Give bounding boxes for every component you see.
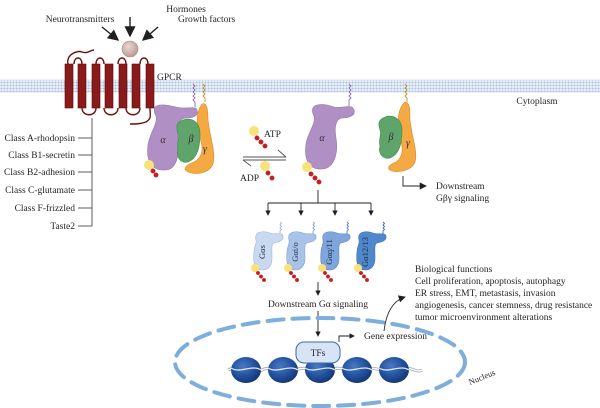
downstream-ga-label: Downstream Gα signaling	[268, 300, 368, 310]
atp-label: ATP	[264, 130, 281, 140]
alpha-subtype-body	[320, 231, 351, 271]
alpha-subtype-label: Gαs	[257, 245, 267, 259]
gpcr-class-bracket	[78, 118, 93, 227]
phosphate	[295, 278, 299, 282]
phosphate	[359, 271, 363, 275]
gamma-symbol: γ	[406, 138, 411, 149]
gene-expression-label: Gene expression	[364, 332, 427, 342]
heterotrimeric-g-protein: α γ β	[144, 83, 215, 178]
growth-factors-label: Growth factors	[178, 14, 236, 25]
tfs-box	[295, 341, 341, 364]
gtp-nucleoside	[318, 264, 326, 272]
active-alpha-subunit: α	[302, 83, 355, 185]
class-label: Class F-frizzled	[15, 203, 76, 214]
class-label: Class B2-adhesion	[4, 168, 75, 178]
class-label: Class B1-secretin	[8, 151, 75, 161]
phosphate	[329, 278, 333, 282]
adp-nucleoside	[260, 161, 270, 171]
alpha-subtype-label: Gαq/11	[324, 239, 334, 264]
phosphate	[323, 271, 327, 275]
lipid-anchor	[279, 221, 283, 234]
gtp-nucleoside	[251, 264, 259, 272]
alpha-subtype: Gα12/13	[354, 221, 387, 282]
lipid-anchor	[382, 221, 386, 234]
alpha-symbol: α	[160, 135, 166, 146]
tfs-label: TFs	[311, 349, 326, 359]
class-label: Taste2	[50, 222, 75, 232]
phosphate	[292, 274, 296, 279]
alpha-subtype-body	[356, 231, 387, 271]
gpcr-receptor	[64, 49, 155, 125]
cytoplasm-label: Cytoplasm	[516, 97, 558, 107]
atp-nucleoside	[249, 126, 259, 136]
downstream-gby-line2: Gβγ signaling	[436, 194, 489, 204]
phosphate	[326, 274, 330, 279]
gtp-nucleoside	[354, 264, 362, 272]
biological-function-line: angiogenesis, cancer stemness, drug resi…	[415, 301, 592, 311]
class-label: Class C-glutamate	[5, 186, 75, 196]
beta-subunit	[176, 118, 201, 163]
nucleotide-exchange: ATP ADP	[240, 126, 287, 184]
beta-symbol: β	[388, 132, 394, 143]
lipid-anchor	[346, 221, 350, 234]
lipid-anchor	[312, 221, 316, 234]
alpha-symbol: α	[319, 133, 325, 144]
gdp-nucleoside	[144, 160, 154, 170]
nucleosome	[268, 357, 298, 383]
nucleosome	[231, 357, 261, 383]
hormones-label: Hormones	[166, 5, 206, 15]
alpha-subtype-label: Gα12/13	[360, 237, 370, 267]
nucleosome	[342, 357, 372, 383]
adp-label: ADP	[240, 174, 259, 184]
alpha-subtype-label: Gαi/o	[290, 242, 300, 262]
phosphate	[259, 274, 263, 279]
class-label: Class A-rhodopsin	[5, 134, 76, 144]
alpha-branch-tree	[265, 190, 374, 216]
gtp-nucleoside	[284, 264, 292, 272]
phosphate	[365, 278, 369, 282]
nucleus-label: Nucleus	[467, 367, 497, 387]
neurotransmitters-arrow	[101, 26, 120, 41]
gby-arrow	[402, 176, 427, 190]
gpcr-label: GPCR	[157, 73, 182, 83]
alpha-subtype: Gαq/11	[318, 221, 351, 282]
alpha-subtype-body	[286, 231, 317, 271]
phosphate	[362, 274, 366, 279]
biological-function-line: tumor microenvironment alterations	[415, 313, 552, 323]
neurotransmitters-label: Neurotransmitters	[46, 15, 115, 25]
gene-expression-arrow	[338, 333, 355, 342]
nucleosome	[379, 357, 409, 383]
alpha-subtype-body	[253, 231, 284, 271]
phosphate	[262, 278, 266, 282]
plasma-membrane	[0, 79, 600, 93]
ligand-ball	[121, 40, 139, 58]
alpha-subtype: Gαs	[251, 221, 284, 282]
phosphate	[289, 271, 293, 275]
gamma-symbol: γ	[203, 144, 208, 155]
biological-function-line: ER stress, EMT, metastasis, invasion	[415, 289, 556, 299]
alpha-subtype: Gαi/o	[284, 221, 317, 282]
downstream-gby-line1: Downstream	[436, 182, 485, 192]
beta-gamma-dimer: γ β	[378, 83, 417, 172]
biological-functions-title: Biological functions	[415, 264, 493, 275]
alpha-subtypes: Gαs Gαi/o Gαq/11 Gα12/13	[251, 221, 387, 282]
growth-factors-arrow	[141, 26, 159, 41]
phosphate	[256, 271, 260, 275]
nucleus-envelope	[173, 316, 467, 408]
beta-symbol: β	[188, 134, 194, 145]
biological-function-line: Cell proliferation, apoptosis, autophagy	[415, 276, 566, 287]
biological-functions-arrow	[383, 295, 406, 332]
